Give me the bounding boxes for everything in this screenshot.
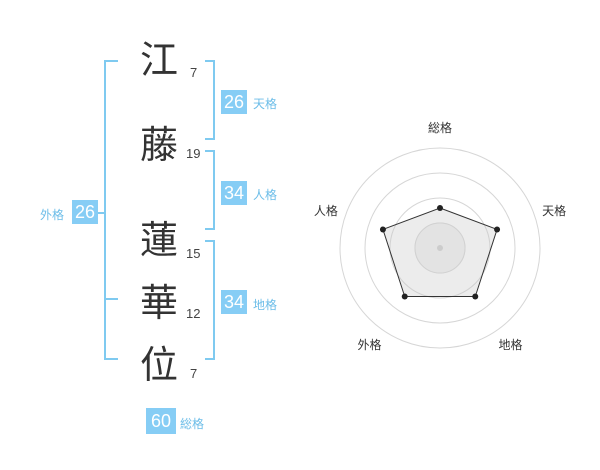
name-char-2: 藤 xyxy=(140,123,179,167)
radar-grid-ring xyxy=(364,172,516,324)
radar-point-5 xyxy=(379,226,386,233)
stroke-count-2: 19 xyxy=(186,146,201,161)
radar-grid-ring xyxy=(339,147,541,349)
tenkaku-bracket xyxy=(205,60,215,140)
radar-axis-label: 地格 xyxy=(499,337,523,352)
name-char-5: 位 xyxy=(140,343,179,387)
name-char-1: 江 xyxy=(140,38,179,82)
radar-grid-ring xyxy=(389,197,491,299)
gaikaku-value: 26 xyxy=(72,200,98,224)
chikaku-value: 34 xyxy=(221,290,247,314)
radar-point-4 xyxy=(401,293,408,300)
radar-axis-label: 外格 xyxy=(357,337,381,352)
soukaku-value: 60 xyxy=(146,408,176,434)
chikaku-bracket xyxy=(205,240,215,360)
stroke-count-5: 7 xyxy=(190,366,198,381)
radar-point-2 xyxy=(494,226,501,233)
stroke-count-3: 15 xyxy=(186,246,201,261)
stroke-count-1: 7 xyxy=(190,65,198,80)
radar-point-1 xyxy=(437,205,443,211)
soukaku-label: 総格 xyxy=(180,417,205,431)
tenkaku-label: 天格 xyxy=(253,97,278,111)
radar-axis-label: 総格 xyxy=(428,120,452,135)
radar-axis-label: 人格 xyxy=(314,203,338,218)
jinkaku-label: 人格 xyxy=(253,188,278,202)
name-char-4: 華 xyxy=(140,281,179,325)
stroke-count-4: 12 xyxy=(186,306,201,321)
chikaku-label: 地格 xyxy=(253,298,278,312)
radar-axis-label: 天格 xyxy=(542,203,566,218)
radar-center-dot xyxy=(437,245,443,251)
gaikaku-label: 外格 xyxy=(40,208,65,222)
radar-point-3 xyxy=(472,293,479,300)
gaikaku-bracket xyxy=(104,60,118,360)
radar-series-polygon xyxy=(382,207,498,298)
gaikaku-divider xyxy=(104,298,118,300)
jinkaku-bracket xyxy=(205,150,215,230)
gaikaku-connector xyxy=(98,212,106,214)
name-char-3: 蓮 xyxy=(140,218,179,262)
jinkaku-value: 34 xyxy=(221,181,247,205)
tenkaku-value: 26 xyxy=(221,90,247,114)
